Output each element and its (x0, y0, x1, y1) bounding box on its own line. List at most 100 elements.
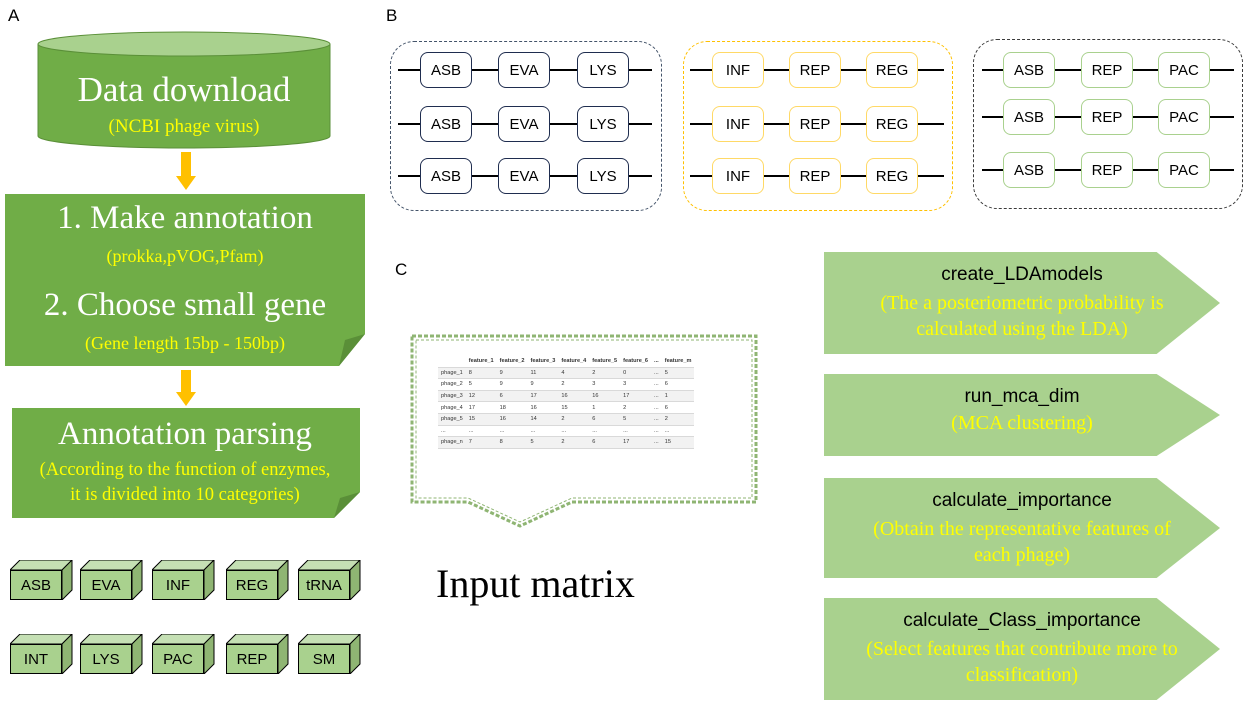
matrix-cell: 17 (527, 390, 559, 403)
gene-module-box: INF (712, 158, 764, 194)
step-name: create_LDAmodels (941, 264, 1103, 285)
matrix-cell: 0 (620, 367, 652, 380)
matrix-cell: ... (465, 425, 497, 438)
matrix-cell: feature_m (661, 356, 695, 368)
matrix-cell: feature_3 (527, 356, 559, 368)
matrix-cell: 17 (620, 436, 652, 449)
matrix-cell: 6 (661, 401, 695, 414)
annotation-parsing-box (12, 408, 360, 518)
category-label: INF (152, 570, 204, 600)
matrix-cell: feature_6 (620, 356, 652, 368)
matrix-cell: ... (558, 425, 590, 438)
gene-module-box: PAC (1158, 152, 1210, 188)
make-annotation-tools: (prokka,pVOG,Pfam) (106, 246, 264, 266)
category-cube: INF (152, 560, 216, 600)
gene-module-box: EVA (498, 158, 550, 194)
matrix-cell: 6 (589, 436, 621, 449)
matrix-cell: 3 (589, 378, 621, 391)
matrix-cell: 2 (589, 367, 621, 380)
choose-small-gene-label: 2. Choose small gene (43, 287, 327, 323)
gene-module-box: REG (866, 158, 918, 194)
category-cube: LYS (80, 634, 144, 674)
calculate-importance-step: calculate_importance (Obtain the represe… (824, 478, 1220, 578)
matrix-cell: 5 (620, 413, 652, 426)
gene-module-box: ASB (1003, 152, 1055, 188)
category-label: REP (226, 644, 278, 674)
matrix-cell: phage_5 (438, 413, 466, 426)
matrix-cell: ... (651, 390, 662, 403)
input-matrix-label: Input matrix (436, 561, 635, 606)
module-group-yellow (683, 41, 953, 211)
category-cube: SM (298, 634, 362, 674)
matrix-cell: 2 (620, 401, 652, 414)
run-mca-dim-step: run_mca_dim (MCA clustering) (824, 374, 1220, 456)
category-label: REG (226, 570, 278, 600)
matrix-cell: ... (438, 425, 466, 438)
gene-length-label: (Gene length 15bp - 150bp) (85, 333, 285, 353)
category-cube: ASB (10, 560, 74, 600)
matrix-cell: 9 (496, 378, 528, 391)
matrix-row: ........................... (438, 425, 695, 438)
panel-label-c: C (395, 260, 408, 279)
category-label: LYS (80, 644, 132, 674)
matrix-cell: 5 (465, 378, 497, 391)
category-cube: INT (10, 634, 74, 674)
gene-module-box: ASB (1003, 99, 1055, 135)
category-label: PAC (152, 644, 204, 674)
category-label: SM (298, 644, 350, 674)
matrix-cell (438, 356, 466, 368)
step-desc-2: each phage) (973, 544, 1071, 566)
category-label: INT (10, 644, 62, 674)
matrix-cell: 16 (558, 390, 590, 403)
gene-module-box: EVA (498, 52, 550, 88)
database-cylinder-icon (37, 31, 331, 149)
down-arrow-icon (176, 370, 196, 406)
step-desc-1: (The a posteriometric probability is (880, 292, 1164, 314)
matrix-cell: 5 (661, 367, 695, 380)
matrix-cell: 6 (496, 390, 528, 403)
module-group-dark (973, 39, 1243, 209)
data-download-subtitle: (NCBI phage virus) (108, 116, 260, 137)
category-label: tRNA (298, 570, 350, 600)
matrix-cell: feature_1 (465, 356, 497, 368)
matrix-cell: ... (661, 425, 695, 438)
step-desc-1: (Select features that contribute more to (866, 638, 1178, 660)
step-desc-1: (MCA clustering) (951, 412, 1093, 434)
matrix-cell: 6 (661, 378, 695, 391)
matrix-cell: ... (651, 413, 662, 426)
matrix-cell: ... (527, 425, 559, 438)
annotation-parsing-desc-1: (According to the function of enzymes, (39, 460, 331, 480)
matrix-cell: 9 (496, 367, 528, 380)
matrix-cell: 16 (527, 401, 559, 414)
create-ldamodels-step: create_LDAmodels (The a posteriometric p… (824, 252, 1220, 354)
matrix-cell: 12 (465, 390, 497, 403)
panel-label-a: A (8, 6, 20, 25)
matrix-cell: ... (651, 367, 662, 380)
category-cube: EVA (80, 560, 144, 600)
down-arrow-icon (176, 152, 196, 190)
gene-module-box: PAC (1158, 52, 1210, 88)
gene-module-box: REP (1081, 99, 1133, 135)
matrix-cell: feature_4 (558, 356, 590, 368)
matrix-cell: 14 (527, 413, 559, 426)
category-cube: REP (226, 634, 290, 674)
matrix-cell: 17 (465, 401, 497, 414)
step-name: run_mca_dim (964, 386, 1080, 407)
gene-module-box: LYS (577, 52, 629, 88)
gene-module-box: INF (712, 52, 764, 88)
gene-module-box: EVA (498, 106, 550, 142)
category-cube: tRNA (298, 560, 362, 600)
gene-module-box: REP (1081, 52, 1133, 88)
step-desc-2: calculated using the LDA) (916, 318, 1128, 340)
gene-module-box: ASB (420, 106, 472, 142)
matrix-cell: ... (651, 425, 662, 438)
matrix-cell: ... (496, 425, 528, 438)
matrix-cell: 8 (496, 436, 528, 449)
matrix-cell: phage_1 (438, 367, 466, 380)
category-label: EVA (80, 570, 132, 600)
calculate-class-importance-step: calculate_Class_importance (Select featu… (824, 598, 1220, 700)
